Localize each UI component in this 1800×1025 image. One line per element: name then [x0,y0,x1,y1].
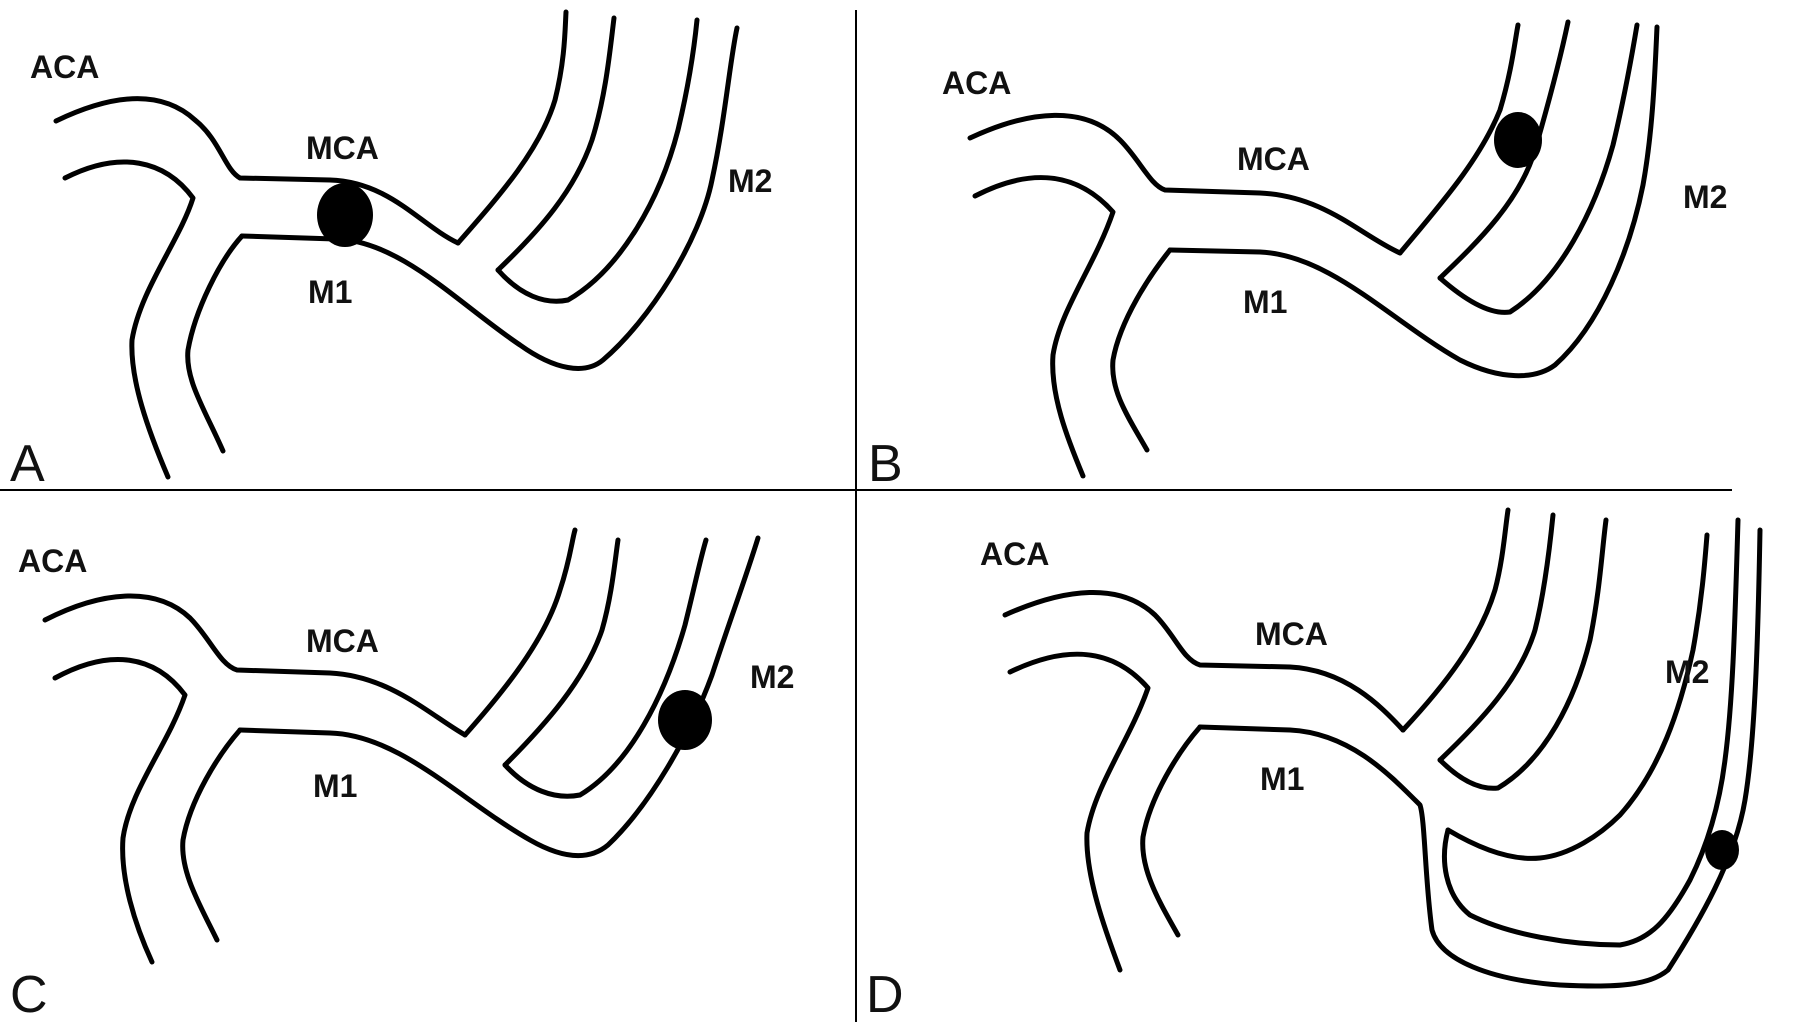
panel-a-aca-lower-wall [62,159,196,480]
panel-a: ACA MCA M1 M2 A [10,9,772,493]
panel-c-aca-upper-wall [42,593,468,738]
panel-d-m1-bottom-wall [1197,527,1763,989]
panel-c-m1-lower-wall [180,727,243,943]
panel-d: ACA MCA M1 M2 D [866,507,1763,1024]
panel-d-m2-branch-inner-a [1437,512,1556,763]
panel-b: ACA MCA M1 M2 B [868,19,1727,493]
panel-a-clot [317,183,373,247]
panel-a-m1-label: M1 [308,274,352,310]
panel-a-m1-bottom-wall [239,25,740,371]
panel-b-aca-lower-wall [972,175,1116,479]
panel-d-m1-label: M1 [1260,761,1304,797]
panel-a-m2-label: M2 [728,163,772,199]
panel-d-aca-upper-wall [1002,590,1406,733]
panel-d-m2-branch-inner-b [1437,517,1609,791]
panel-c: ACA MCA M1 M2 C [10,527,794,1024]
panel-a-m2-branch-outer [455,9,569,246]
panel-a-m2-branch-inner-a [495,15,617,273]
panel-b-letter: B [868,435,903,493]
panel-b-m2-branch-outer [1397,22,1521,256]
panel-c-m1-bottom-wall [237,535,761,859]
panel-d-m1-lower-wall [1140,724,1203,938]
panel-a-aca-upper-wall [53,96,461,246]
panel-d-letter: D [866,966,904,1024]
panel-c-letter: C [10,966,48,1024]
panel-a-aca-label: ACA [30,49,99,85]
panel-d-clot [1705,830,1739,870]
panel-c-m2-branch-outer [462,527,578,738]
panel-c-aca-lower-wall [52,657,188,965]
panel-b-clot [1494,112,1542,168]
panel-a-letter: A [10,435,45,493]
panel-d-aca-label: ACA [980,536,1049,572]
panel-b-m1-bottom-wall [1167,24,1660,379]
panel-c-m1-label: M1 [313,768,357,804]
panel-b-m1-lower-wall [1110,247,1173,453]
panel-d-m2-label: M2 [1665,654,1709,690]
panel-d-mca-label: MCA [1255,616,1328,652]
panel-c-m2-branch-inner-a [502,537,621,768]
panel-d-m2-branch-outer [1400,507,1511,733]
panel-c-mca-label: MCA [306,623,379,659]
panel-d-m3-loop-outer [1445,532,1710,861]
panel-b-m2-label: M2 [1683,179,1727,215]
panel-a-m1-lower-wall [185,233,245,454]
panel-c-m2-branch-inner-b [502,537,709,799]
panel-b-m2-branch-inner-b [1437,22,1640,315]
panel-d-m3-loop-inner [1442,517,1741,948]
panel-a-m2-branch-inner-b [495,17,700,304]
panel-b-aca-upper-wall [967,112,1403,256]
panel-b-mca-label: MCA [1237,141,1310,177]
panel-d-aca-lower-wall [1007,651,1151,973]
panel-c-m2-label: M2 [750,659,794,695]
panel-b-m1-label: M1 [1243,284,1287,320]
panel-c-clot [658,690,712,750]
panel-b-aca-label: ACA [942,65,1011,101]
panel-a-mca-label: MCA [306,130,379,166]
panel-c-aca-label: ACA [18,543,87,579]
